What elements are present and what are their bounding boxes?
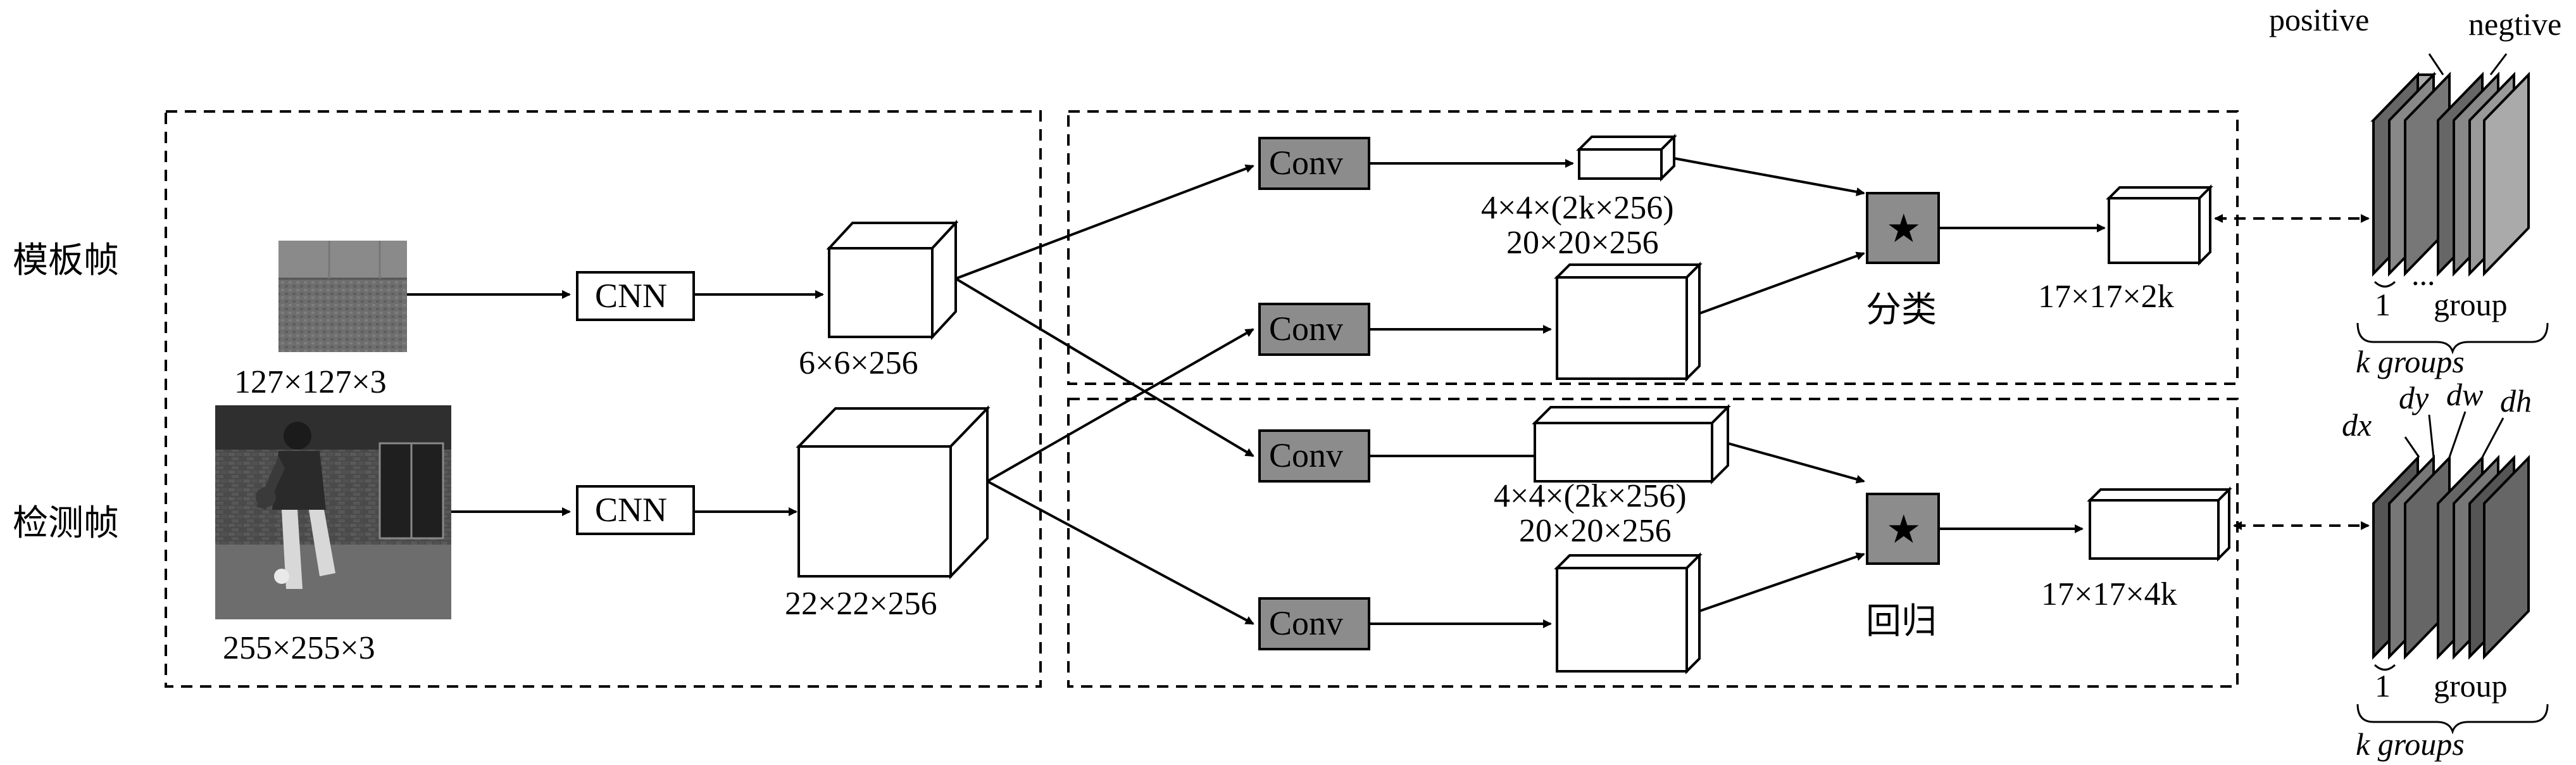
reg-search-feature bbox=[1554, 552, 1703, 674]
detection-feature-size: 22×22×256 bbox=[785, 586, 937, 622]
template-size-label: 127×127×3 bbox=[234, 364, 387, 400]
conv-label-1: Conv bbox=[1269, 144, 1343, 182]
template-feature-size: 6×6×256 bbox=[799, 345, 918, 381]
reg-search-size: 20×20×256 bbox=[1519, 513, 1672, 549]
template-row-label: 模板帧 bbox=[13, 240, 119, 281]
regression-region bbox=[1067, 398, 2239, 688]
reg-k-groups-label: k groups bbox=[2356, 726, 2465, 762]
cls-kernel-size: 4×4×(2k×256) bbox=[1481, 190, 1674, 226]
template-feature-cube bbox=[826, 219, 959, 341]
cls-slab-stack bbox=[2370, 72, 2530, 277]
cls-search-feature bbox=[1554, 262, 1703, 382]
reg-branch-label: 回归 bbox=[1866, 601, 1937, 642]
conv-label-3: Conv bbox=[1269, 436, 1343, 474]
conv-box-reg-detection bbox=[1258, 597, 1370, 650]
positive-label: positive bbox=[2269, 2, 2369, 37]
template-cnn-box bbox=[576, 271, 695, 321]
dw-label: dw bbox=[2446, 377, 2483, 412]
reg-group-label: group bbox=[2434, 668, 2508, 704]
reg-correlation-symbol: ★ bbox=[1886, 506, 1922, 552]
conv-label-4: Conv bbox=[1269, 604, 1343, 642]
cls-branch-label: 分类 bbox=[1866, 289, 1937, 331]
template-cnn-label: CNN bbox=[595, 277, 667, 315]
cls-dots: ... bbox=[2411, 256, 2435, 292]
negative-label: negtive bbox=[2468, 6, 2561, 42]
backbone-region bbox=[165, 110, 1042, 688]
reg-kernel-feature bbox=[1532, 404, 1731, 484]
conv-label-2: Conv bbox=[1269, 310, 1343, 348]
conv-box-cls-template bbox=[1258, 137, 1370, 190]
detection-cnn-box bbox=[576, 485, 695, 535]
dy-label: dy bbox=[2399, 380, 2429, 415]
reg-slab-stack bbox=[2372, 455, 2530, 660]
cls-correlation-box bbox=[1866, 192, 1940, 264]
detection-row-label: 检测帧 bbox=[13, 503, 119, 544]
detection-feature-cube bbox=[796, 405, 991, 579]
cls-output-size: 17×17×2k bbox=[2038, 279, 2174, 315]
reg-kernel-size: 4×4×(2k×256) bbox=[1494, 478, 1687, 514]
reg-output-cube bbox=[2087, 486, 2232, 562]
detection-image bbox=[215, 405, 451, 619]
cls-output-cube bbox=[2106, 184, 2213, 266]
cls-kernel-feature bbox=[1576, 134, 1677, 182]
detection-cnn-label: CNN bbox=[595, 491, 667, 529]
conv-box-reg-template bbox=[1258, 429, 1370, 483]
reg-output-size: 17×17×4k bbox=[2041, 576, 2177, 612]
dh-label: dh bbox=[2500, 383, 2532, 419]
reg-one-label: 1 bbox=[2375, 668, 2391, 704]
cls-group-label: group bbox=[2434, 287, 2508, 322]
detection-size-label: 255×255×3 bbox=[223, 630, 375, 666]
cls-k-groups-label: k groups bbox=[2356, 344, 2465, 379]
dx-label: dx bbox=[2342, 407, 2372, 443]
cls-search-size: 20×20×256 bbox=[1506, 225, 1659, 261]
template-image bbox=[278, 241, 407, 352]
cls-correlation-symbol: ★ bbox=[1886, 205, 1922, 251]
cls-one-label: 1 bbox=[2375, 287, 2391, 322]
